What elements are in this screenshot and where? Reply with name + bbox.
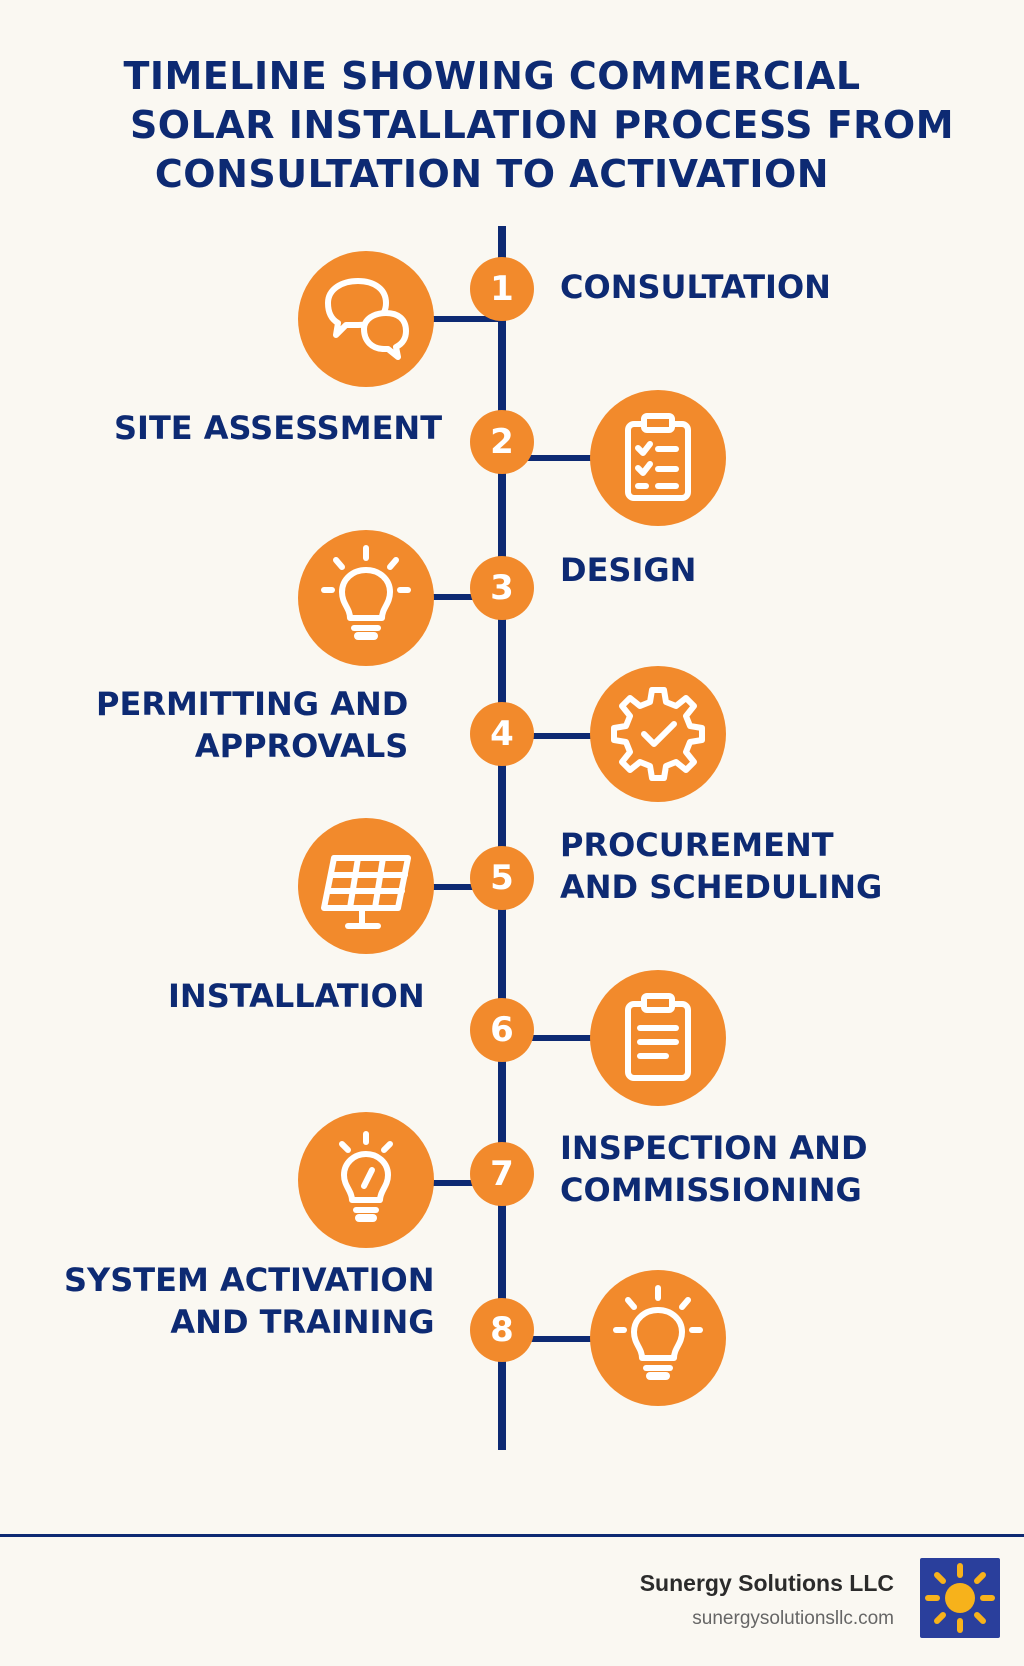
step-5-icon-circle	[298, 818, 434, 954]
step-1-label-line: CONSULTATION	[560, 268, 831, 306]
step-8-label: SYSTEM ACTIVATION AND TRAINING	[64, 1259, 435, 1343]
lightbulb-icon	[321, 545, 411, 640]
company-website[interactable]: sunergysolutionsllc.com	[692, 1608, 894, 1629]
step-6-label: INSTALLATION	[168, 975, 425, 1017]
step-7-label: INSPECTION AND COMMISSIONING	[560, 1127, 868, 1211]
connector-1	[405, 316, 500, 322]
step-6-label-line: INSTALLATION	[168, 977, 425, 1015]
step-3-label: DESIGN	[560, 549, 696, 591]
gear-check-icon	[611, 687, 705, 781]
chat-bubbles-icon	[325, 278, 409, 360]
lightbulb-icon	[613, 1285, 703, 1380]
step-4-icon-circle	[590, 666, 726, 802]
timeline-spine	[498, 226, 506, 1450]
page-title: TIMELINE SHOWING COMMERCIAL SOLAR INSTAL…	[0, 52, 1024, 199]
company-name: Sunergy Solutions LLC	[639, 1570, 894, 1596]
step-2-label: SITE ASSESSMENT	[114, 407, 442, 449]
step-3-number: 3	[470, 556, 534, 620]
step-7-label-line-2: COMMISSIONING	[560, 1171, 862, 1209]
step-2-icon-circle	[590, 390, 726, 526]
step-7-label-line-1: INSPECTION AND	[560, 1129, 868, 1167]
step-5-label-line-2: AND SCHEDULING	[560, 868, 883, 906]
step-4-label-line-1: PERMITTING AND	[96, 685, 409, 723]
solar-panel-icon	[321, 855, 411, 929]
connector-6	[504, 1035, 594, 1041]
step-4-number: 4	[470, 702, 534, 766]
clipboard-document-icon	[625, 993, 691, 1081]
footer-divider	[0, 1534, 1024, 1537]
step-8-number: 8	[470, 1298, 534, 1362]
step-8-icon-circle	[590, 1270, 726, 1406]
step-6-number: 6	[470, 998, 534, 1062]
connector-3	[405, 594, 500, 600]
title-line-1: TIMELINE SHOWING COMMERCIAL	[123, 54, 861, 98]
step-2-number: 2	[470, 410, 534, 474]
step-3-icon-circle	[298, 530, 434, 666]
title-line-2: SOLAR INSTALLATION PROCESS FROM	[129, 103, 955, 147]
step-2-label-line: SITE ASSESSMENT	[114, 409, 443, 447]
step-4-label: PERMITTING AND APPROVALS	[96, 683, 408, 767]
step-5-label: PROCUREMENT AND SCHEDULING	[560, 824, 882, 908]
step-1-icon-circle	[298, 251, 434, 387]
title-line-3: CONSULTATION TO ACTIVATION	[154, 152, 830, 196]
connector-4	[504, 733, 594, 739]
connector-7	[405, 1180, 500, 1186]
step-8-label-line-1: SYSTEM ACTIVATION	[64, 1261, 435, 1299]
lightbulb-icon	[339, 1131, 393, 1222]
step-4-label-line-2: APPROVALS	[194, 727, 409, 765]
connector-8	[504, 1336, 594, 1342]
connector-2	[504, 455, 594, 461]
step-5-number: 5	[470, 846, 534, 910]
clipboard-checklist-icon	[625, 413, 691, 501]
step-8-label-line-2: AND TRAINING	[170, 1303, 435, 1341]
step-6-icon-circle	[590, 970, 726, 1106]
sun-icon	[925, 1563, 995, 1633]
step-5-label-line-1: PROCUREMENT	[560, 826, 834, 864]
company-logo	[920, 1558, 1000, 1638]
step-1-label: CONSULTATION	[560, 266, 831, 308]
step-7-icon-circle	[298, 1112, 434, 1248]
step-7-number: 7	[470, 1142, 534, 1206]
step-3-label-line: DESIGN	[560, 551, 697, 589]
connector-5	[405, 884, 500, 890]
step-1-number: 1	[470, 257, 534, 321]
